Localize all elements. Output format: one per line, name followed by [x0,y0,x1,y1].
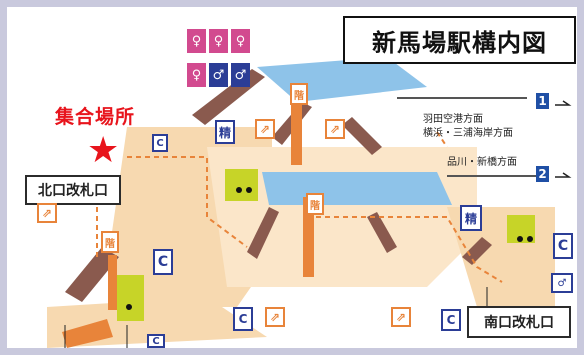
accessible-toilet-icon: ♂ [551,273,573,293]
direction-arrow-2 [555,172,572,178]
escalator-icon: ⇗ [37,203,57,223]
escalator-column-1 [291,95,302,165]
track-line-2 [447,175,547,177]
elevator-icon: C [147,334,165,348]
escalator-icon: ⇗ [265,307,285,327]
shop-area-1 [225,169,258,201]
escalator-column-3 [108,255,117,310]
elevator-icon: C [233,307,253,331]
dot [527,236,533,242]
escalator-column-2 [303,197,314,277]
stairs-4 [342,117,382,155]
direction-arrow-1 [555,100,572,106]
escalator-icon: ⇗ [325,119,345,139]
toilet-women-icon: ♀ [187,63,206,87]
toilet-men-icon: ♂ [209,63,228,87]
stairs-icon: 階 [290,83,308,105]
stairs-icon: 階 [101,231,119,253]
toilet-men-icon: ♂ [231,63,250,87]
north-gate-label: 北口改札口 [25,175,121,205]
station-map: 新馬場駅構内図 集合場所 ★ 北口改札口 南口改札口 羽田空港方面 横浜・三浦海… [7,7,577,348]
map-title: 新馬場駅構内図 [343,16,576,64]
elevator-icon: C [553,233,573,259]
route-path-1 [127,156,248,248]
direction-line-haneda: 羽田空港方面 [423,114,483,125]
south-gate-label: 南口改札口 [467,306,571,338]
toilet-women-icon: ♀ [187,29,206,53]
meeting-point-label: 集合場所 [55,106,136,128]
route-path-4 [436,131,448,148]
meeting-point-star-icon: ★ [87,130,120,171]
escalator-icon: ⇗ [391,307,411,327]
elevator-icon: C [153,249,173,275]
stairs-6 [367,212,397,253]
escalator-bottom [62,319,113,348]
direction-line-shinagawa: 品川・新橋方面 [447,157,517,168]
dot [517,236,523,242]
dot [246,187,252,193]
escalator-icon: ⇗ [255,119,275,139]
shop-area-2 [117,275,144,321]
platform-2-badge: 2 [536,166,549,182]
restroom-icon: 精 [215,120,235,144]
dot [236,187,242,193]
toilet-women-icon: ♀ [231,29,250,53]
stairs-1 [65,247,119,302]
dot [126,304,132,310]
stairs-7 [462,237,492,265]
elevator-icon: C [152,134,168,152]
platform-1-badge: 1 [536,93,549,109]
track-line-1 [397,97,527,99]
elevator-icon: C [441,309,461,331]
platform-lower [262,172,452,205]
stairs-5 [247,207,279,259]
direction-line-yokohama: 横浜・三浦海岸方面 [423,128,513,139]
stairs-icon: 階 [306,193,324,215]
restroom-icon: 精 [460,205,482,231]
toilet-women-icon: ♀ [209,29,228,53]
